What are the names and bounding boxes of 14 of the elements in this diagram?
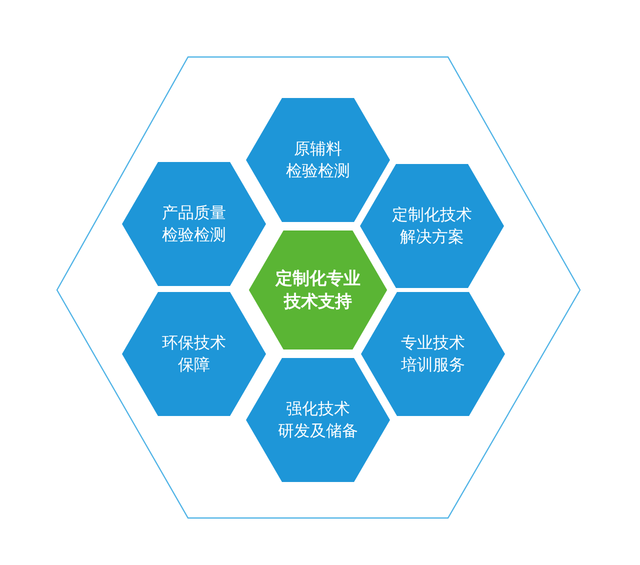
hexagon-label: 产品质量检验检测 bbox=[161, 202, 227, 246]
hexagon-box bbox=[122, 162, 266, 286]
hexagon-box bbox=[246, 358, 390, 482]
hexagon-box bbox=[360, 164, 504, 288]
hexagon-label: 定制化专业技术支持 bbox=[274, 268, 362, 314]
hexagon-label: 环保技术保障 bbox=[161, 332, 227, 376]
hexagon-label: 专业技术培训服务 bbox=[400, 332, 466, 376]
hexagon-label: 强化技术研发及储备 bbox=[277, 398, 359, 442]
hexagon-label: 定制化技术解决方案 bbox=[391, 204, 473, 248]
hexagon-label: 原辅料检验检测 bbox=[285, 138, 351, 182]
hexagon-box bbox=[122, 292, 266, 416]
hexagon-box bbox=[246, 98, 390, 222]
center-hexagon bbox=[246, 228, 390, 352]
hexagon-box bbox=[361, 292, 505, 416]
